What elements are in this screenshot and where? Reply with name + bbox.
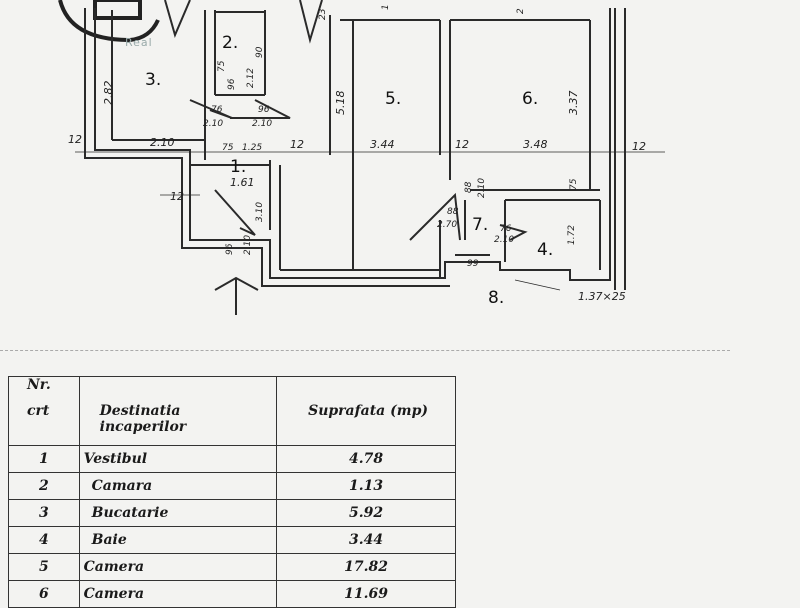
svg-text:3.48: 3.48 (523, 138, 548, 151)
table-header-row: Nr. crt Destinatia incaperilor Suprafata… (8, 376, 456, 446)
svg-text:12: 12 (455, 138, 469, 151)
room-label-5: 5. (385, 89, 401, 109)
row-nr: 5 (8, 553, 80, 581)
svg-text:2.10: 2.10 (477, 178, 487, 198)
room-label-3: 3. (145, 70, 161, 90)
row-nr: 3 (8, 499, 80, 527)
row-area: 4.78 (276, 445, 456, 473)
svg-text:2.70: 2.70 (437, 220, 457, 230)
svg-text:96: 96 (225, 243, 235, 255)
row-name: Camera (78, 553, 278, 581)
svg-text:75: 75 (217, 60, 227, 72)
row-name: Bucatarie (78, 499, 278, 527)
svg-text:2.10: 2.10 (243, 235, 253, 255)
svg-text:12: 12 (290, 138, 304, 151)
svg-text:3.37: 3.37 (567, 91, 580, 116)
svg-text:1.61: 1.61 (230, 176, 255, 189)
row-name: Vestibul (78, 445, 278, 473)
room-label-1: 1. (230, 157, 246, 177)
table-row: 5 Camera 17.82 (8, 553, 456, 581)
room-label-7: 7. (472, 215, 488, 235)
svg-text:75: 75 (222, 143, 234, 153)
room-label-2: 2. (222, 33, 238, 53)
svg-text:76: 76 (500, 224, 512, 234)
svg-text:23: 23 (318, 8, 328, 20)
svg-text:88: 88 (447, 207, 459, 217)
svg-text:2.12: 2.12 (246, 68, 256, 88)
header-destination: Destinatia incaperilor (78, 376, 278, 446)
floor-plan: Real (58, 0, 665, 315)
row-area: 11.69 (276, 580, 456, 608)
svg-text:75: 75 (569, 178, 579, 190)
svg-text:12: 12 (170, 190, 184, 203)
logo-mark (58, 0, 160, 43)
table-row: 3 Bucatarie 5.92 (8, 499, 456, 527)
svg-text:2.10: 2.10 (494, 235, 514, 245)
page-divider (0, 350, 730, 351)
svg-text:3.10: 3.10 (255, 202, 265, 222)
row-name: Camara (78, 472, 278, 500)
row-name: Baie (78, 526, 278, 554)
svg-text:96: 96 (227, 78, 237, 90)
svg-text:2: 2 (516, 8, 526, 14)
svg-text:12: 12 (68, 133, 82, 146)
svg-text:3.44: 3.44 (370, 138, 395, 151)
row-area: 1.13 (276, 472, 456, 500)
table-row: 4 Baie 3.44 (8, 526, 456, 554)
svg-text:88: 88 (464, 181, 474, 193)
svg-text:99: 99 (467, 259, 479, 269)
svg-text:12: 12 (632, 140, 646, 153)
table-row: 6 Camera 11.69 (8, 580, 456, 608)
svg-text:2.10: 2.10 (203, 119, 223, 129)
row-area: 5.92 (276, 499, 456, 527)
row-nr: 6 (8, 580, 80, 608)
svg-text:90: 90 (255, 46, 265, 58)
svg-text:76: 76 (211, 105, 223, 115)
svg-text:1.25: 1.25 (242, 143, 262, 153)
svg-text:2.82: 2.82 (102, 81, 115, 106)
room-label-4: 4. (537, 240, 553, 260)
svg-text:1.37×25: 1.37×25 (578, 290, 626, 303)
table-row: 1 Vestibul 4.78 (8, 445, 456, 473)
room-label-8: 8. (488, 288, 504, 308)
svg-text:2.10: 2.10 (252, 119, 272, 129)
header-area: Suprafata (mp) (276, 376, 456, 446)
svg-text:1: 1 (381, 4, 391, 10)
row-area: 17.82 (276, 553, 456, 581)
svg-text:1.72: 1.72 (567, 225, 577, 245)
dimension-labels: 2.82 2.10 90 2.12 75 96 76 2.10 96 2.10 … (68, 4, 646, 303)
header-nr: Nr. crt (8, 376, 80, 446)
row-name: Camera (78, 580, 278, 608)
rooms-table: Nr. crt Destinatia incaperilor Suprafata… (8, 376, 458, 608)
svg-text:2.10: 2.10 (150, 136, 175, 149)
room-label-6: 6. (522, 89, 538, 109)
row-nr: 1 (8, 445, 80, 473)
svg-text:5.18: 5.18 (334, 91, 347, 116)
row-nr: 4 (8, 526, 80, 554)
table-row: 2 Camara 1.13 (8, 472, 456, 500)
svg-text:96: 96 (258, 105, 270, 115)
watermark-text: Real (125, 36, 153, 49)
row-area: 3.44 (276, 526, 456, 554)
row-nr: 2 (8, 472, 80, 500)
